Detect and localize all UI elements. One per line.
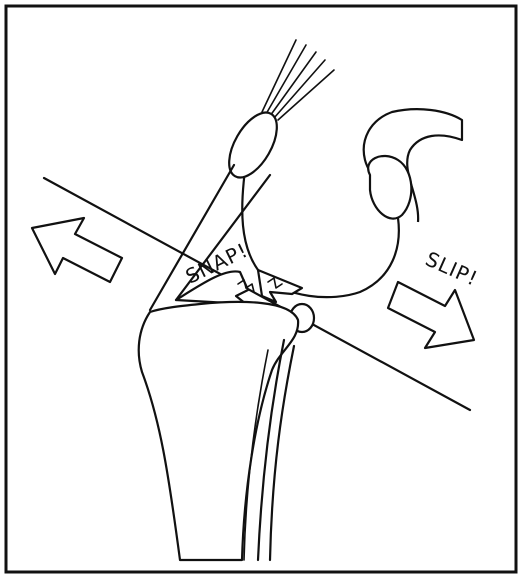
right-arrow-icon xyxy=(388,282,474,348)
tibia xyxy=(139,302,298,560)
slip-label: SLIP! xyxy=(422,247,482,291)
left-arrow-icon xyxy=(32,218,122,282)
fibula-inner xyxy=(270,346,294,560)
quadriceps-tendon xyxy=(262,40,334,120)
